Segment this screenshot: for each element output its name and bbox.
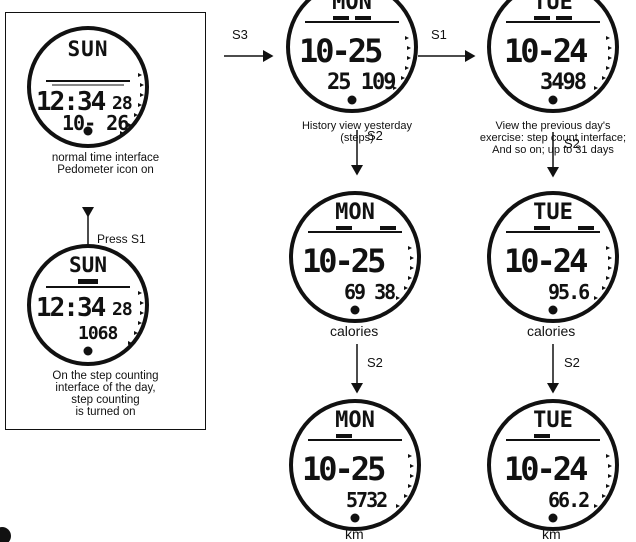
watch-normal-time-text: 12:34 xyxy=(36,87,106,117)
watch-tue-steps: TUE 10-24 3498 xyxy=(486,0,620,114)
watch-step-seconds: 28 xyxy=(112,299,133,320)
caption-step-line: On the step counting xyxy=(52,370,159,382)
caption-step-line: is turned on xyxy=(75,406,136,418)
s2-label-mon-2: S2 xyxy=(367,355,383,370)
caption-step-line: step counting xyxy=(71,394,140,406)
watch-normal-date: 10- 26 xyxy=(62,111,129,135)
caption-history-line: (steps) xyxy=(340,132,374,144)
watch-step-count: 1068 xyxy=(78,323,118,344)
s3-label: S3 xyxy=(232,27,248,42)
left-panel-frame xyxy=(5,12,206,430)
mon-steps-date: 10-25 xyxy=(299,32,383,70)
tue-km-day: TUE xyxy=(533,408,573,433)
watch-tue-km: TUE 10-24 66.2 xyxy=(486,398,620,532)
caption-history-line: History view yesterday xyxy=(301,120,413,132)
caption-normal: normal time interface Pedometer icon on xyxy=(8,152,203,176)
caption-history: History view yesterday (steps) xyxy=(287,120,427,144)
mon-km-value: 5732 xyxy=(346,488,388,512)
watch-normal-time: SUN 12:34 28 10- 26 xyxy=(26,25,150,149)
watch-mon-steps: MON 10-25 25 109 xyxy=(285,0,419,114)
press-s1-label: Press S1 xyxy=(97,232,146,246)
tue-calories-date: 10-24 xyxy=(504,242,588,280)
mon-steps-day: MON xyxy=(332,0,372,15)
watch-step-time: 12:34 xyxy=(36,293,106,323)
watch-mon-km: MON 10-25 5732 xyxy=(288,398,422,532)
caption-previous-line: exercise: step count interface; xyxy=(479,132,627,144)
mon-km-day: MON xyxy=(335,408,375,433)
mon-calories-date: 10-25 xyxy=(302,242,386,280)
tue-km-value: 66.2 xyxy=(548,488,590,512)
watch-step-day: SUN xyxy=(69,253,107,277)
tue-calories-day: TUE xyxy=(533,200,573,225)
km-label-mon: km xyxy=(345,526,364,542)
tue-steps-value: 3498 xyxy=(540,70,587,95)
caption-normal-line: Pedometer icon on xyxy=(57,164,154,176)
mon-km-date: 10-25 xyxy=(302,450,386,488)
mon-calories-day: MON xyxy=(335,200,375,225)
mon-steps-value: 25 109 xyxy=(327,70,396,95)
caption-step-line: interface of the day, xyxy=(55,382,156,394)
km-label-tue: km xyxy=(542,526,561,542)
calories-label-tue: calories xyxy=(527,323,576,339)
calories-label-mon: calories xyxy=(330,323,379,339)
s2-label-tue-1: S2 xyxy=(564,136,580,151)
watch-normal-seconds: 28 xyxy=(112,93,133,114)
tue-steps-day: TUE xyxy=(533,0,573,15)
caption-step: On the step counting interface of the da… xyxy=(8,370,203,418)
caption-previous-line: View the previous day's xyxy=(495,120,611,132)
caption-normal-line: normal time interface xyxy=(51,152,160,164)
watch-normal-day: SUN xyxy=(67,37,109,61)
partial-icon xyxy=(0,527,11,542)
s1-label: S1 xyxy=(431,27,447,42)
caption-previous-line: And so on; up to 31 days xyxy=(492,144,614,156)
watch-step-today: SUN 12:34 28 1068 xyxy=(26,243,150,367)
s2-label-mon-1: S2 xyxy=(367,128,383,143)
tue-steps-date: 10-24 xyxy=(504,32,588,70)
tue-calories-value: 95.6 xyxy=(548,280,590,304)
watch-tue-calories: TUE 10-24 95.6 xyxy=(486,190,620,324)
mon-calories-value: 69 38 xyxy=(344,280,396,304)
caption-previous: View the previous day's exercise: step c… xyxy=(468,120,636,156)
s2-label-tue-2: S2 xyxy=(564,355,580,370)
tue-km-date: 10-24 xyxy=(504,450,588,488)
watch-mon-calories: MON 10-25 69 38 xyxy=(288,190,422,324)
